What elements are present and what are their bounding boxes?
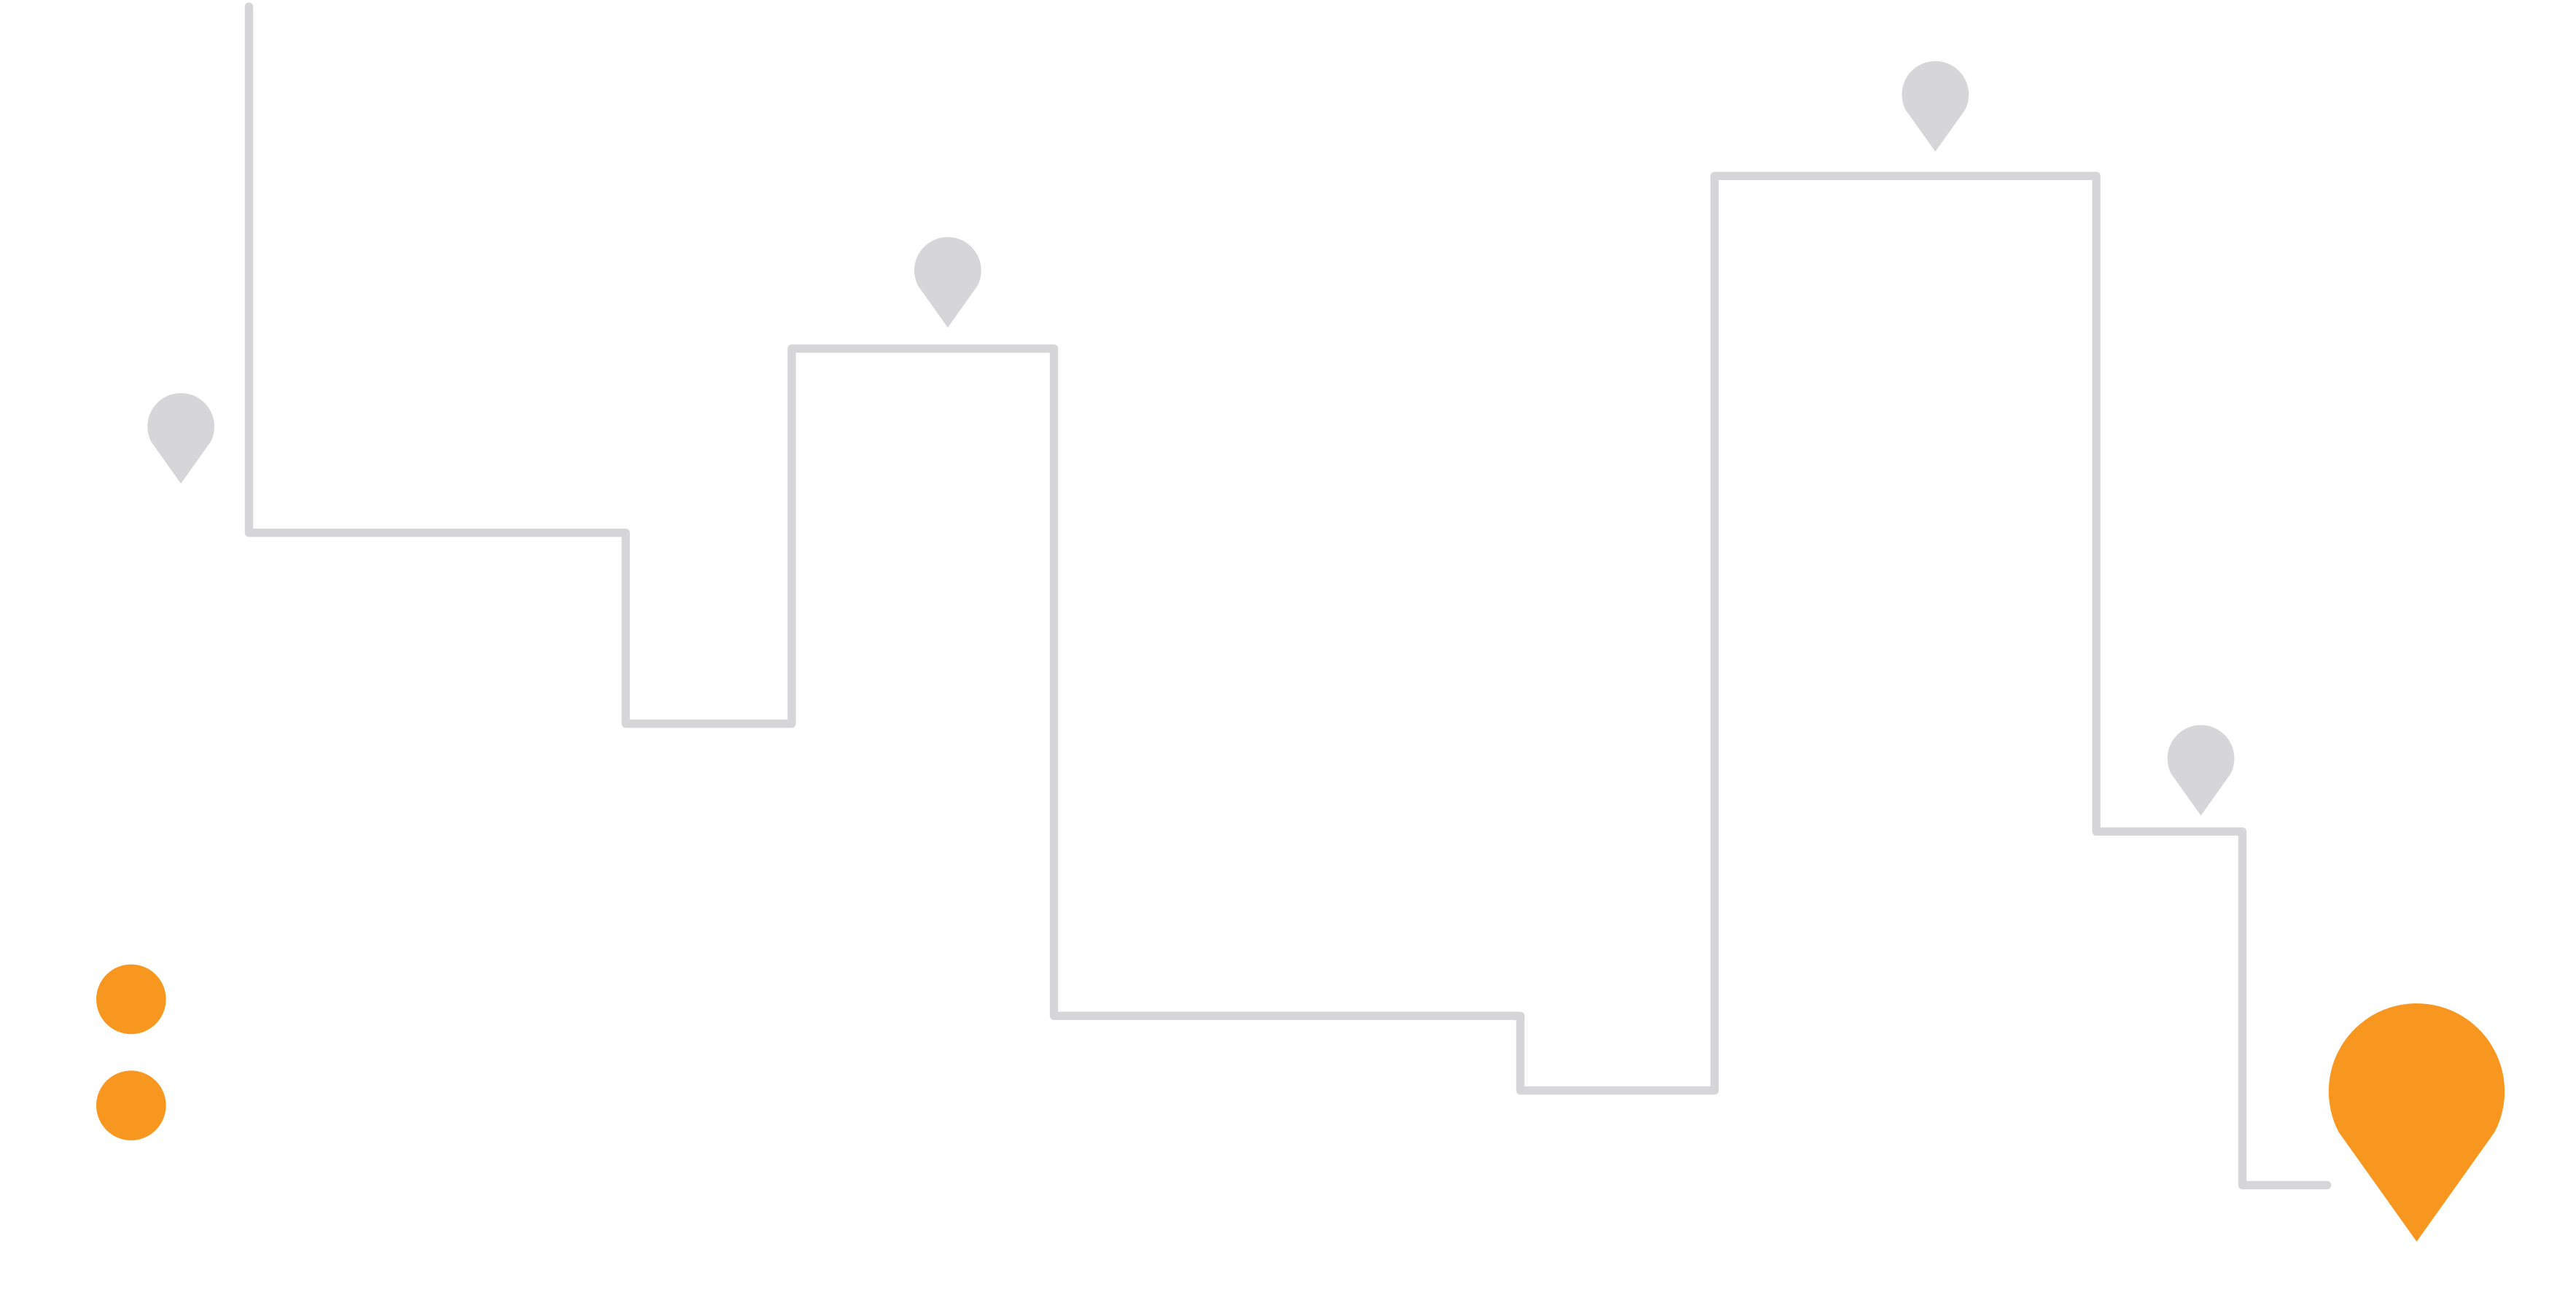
dot-icon — [96, 964, 166, 1035]
marker-pin-destination[interactable] — [2328, 1003, 2505, 1242]
map-pin-icon — [147, 393, 214, 484]
marker-pin-1[interactable] — [147, 393, 214, 484]
stepped-route-path — [244, 2, 2332, 1190]
marker-pin-3[interactable] — [1902, 61, 1969, 152]
dot-icon — [96, 1070, 166, 1140]
marker-pin-4[interactable] — [2167, 725, 2235, 816]
marker-pin-2[interactable] — [914, 237, 981, 328]
map-pin-icon — [1902, 61, 1969, 152]
map-pin-icon — [914, 237, 981, 328]
map-pin-icon — [2328, 1003, 2505, 1242]
map-pin-icon — [2167, 725, 2235, 816]
